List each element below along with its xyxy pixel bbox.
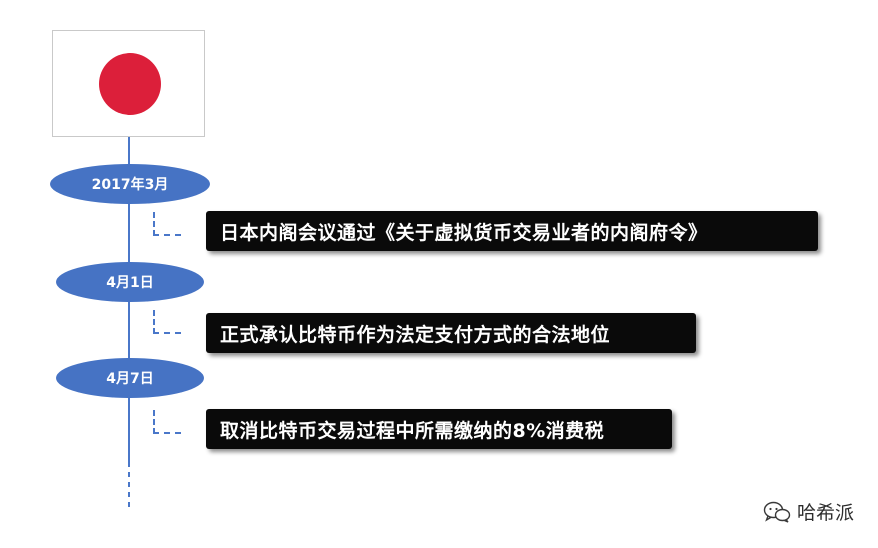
japan-flag — [52, 30, 205, 137]
event-box-1: 日本内阁会议通过《关于虚拟货币交易业者的内阁府令》 — [206, 211, 818, 251]
date-node-1: 2017年3月 — [50, 164, 210, 204]
connector-1 — [153, 212, 181, 236]
wechat-icon — [763, 501, 791, 523]
timeline-line — [128, 137, 130, 467]
date-node-2: 4月1日 — [56, 262, 204, 302]
flag-red-disc — [99, 53, 161, 115]
watermark: 哈希派 — [763, 498, 854, 525]
watermark-label: 哈希派 — [796, 502, 854, 524]
connector-3 — [153, 410, 181, 434]
connector-2 — [153, 310, 181, 334]
event-box-3: 取消比特币交易过程中所需缴纳的8%消费税 — [206, 409, 672, 449]
date-node-3: 4月7日 — [56, 358, 204, 398]
timeline-continuation-dash — [128, 472, 130, 510]
event-box-2: 正式承认比特币作为法定支付方式的合法地位 — [206, 313, 696, 353]
